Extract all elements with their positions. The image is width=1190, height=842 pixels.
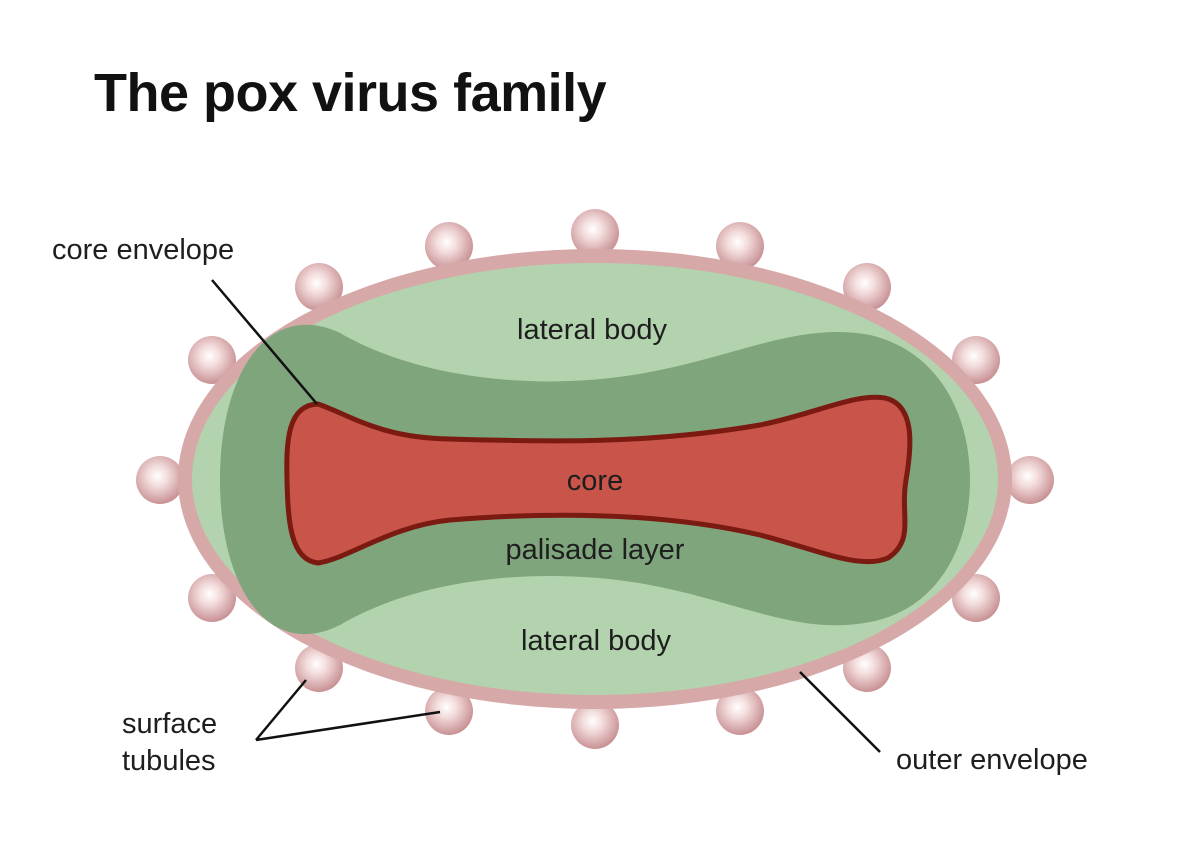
surface-tubule (1006, 456, 1054, 504)
surface-tubule (843, 263, 891, 311)
outer-envelope-label: outer envelope (896, 744, 1088, 776)
surface-tubule (571, 701, 619, 749)
surface-tubule (716, 687, 764, 735)
surface-tubules-label-line1: surface (122, 708, 217, 740)
surface-tubules-label-line2: tubules (122, 745, 216, 777)
surface-tubule (136, 456, 184, 504)
core-label: core (567, 465, 623, 497)
surface-tubule (425, 222, 473, 270)
core-envelope-label: core envelope (52, 234, 234, 266)
surface-tubule (188, 336, 236, 384)
outer-envelope-pointer (799, 671, 881, 753)
lateral-body-bottom-label: lateral body (521, 625, 671, 657)
core-envelope-pointer (211, 279, 318, 405)
surface-tubule (571, 209, 619, 257)
lateral-body-top-label: lateral body (517, 314, 667, 346)
surface-tubules-pointer (255, 679, 307, 741)
surface-tubule (295, 263, 343, 311)
surface-tubule (716, 222, 764, 270)
page-title: The pox virus family (94, 63, 607, 123)
surface-tubule (188, 574, 236, 622)
core (284, 394, 913, 566)
surface-tubules-pointer (255, 710, 441, 742)
surface-tubules (136, 209, 1054, 749)
palisade-layer-label: palisade layer (506, 534, 685, 566)
surface-tubule (425, 687, 473, 735)
